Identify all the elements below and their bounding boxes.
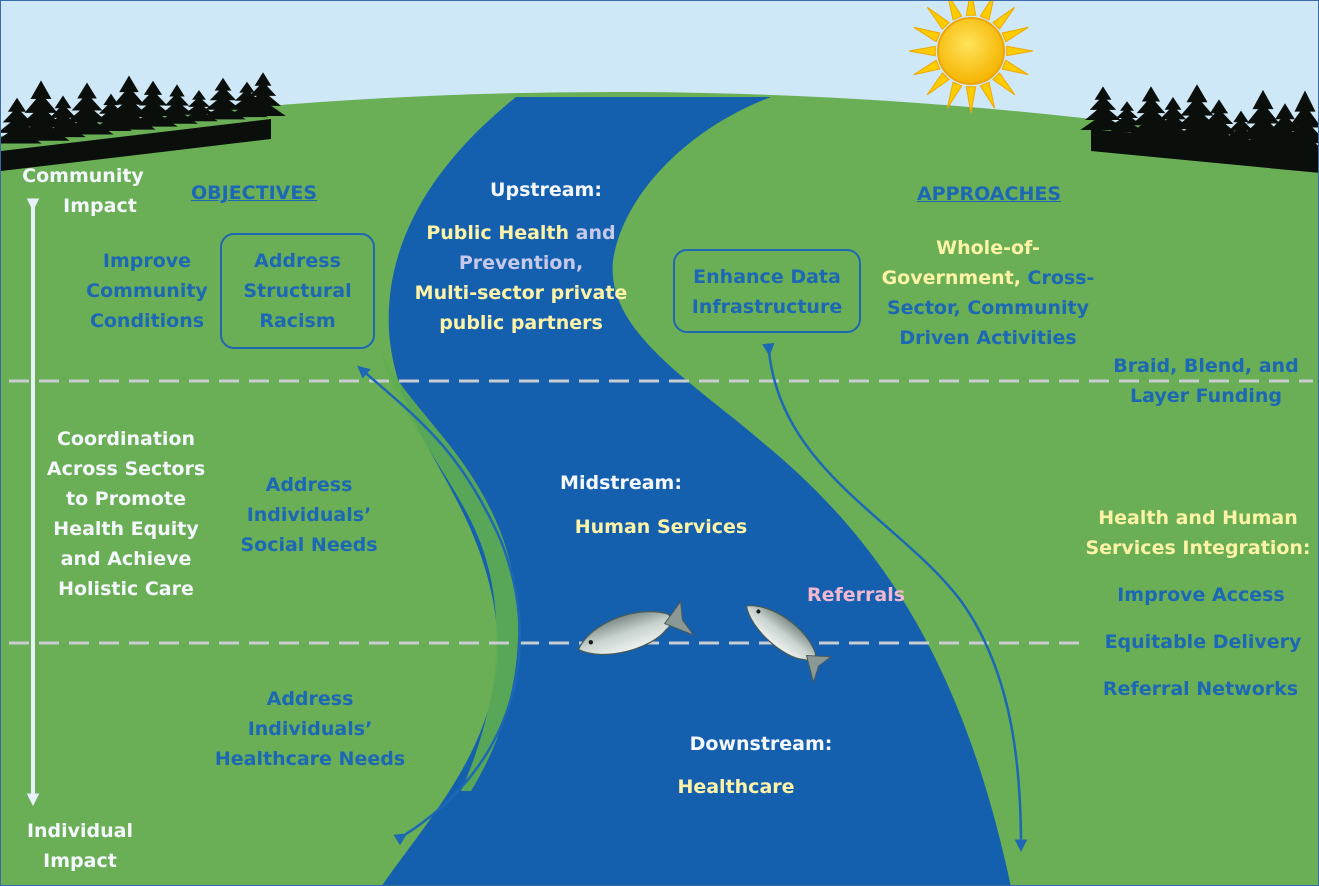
- midstream-body: Human Services: [574, 516, 748, 538]
- objectives-header: OBJECTIVES: [190, 182, 318, 204]
- curved-arrow-icon: [762, 342, 1028, 852]
- pine-tree-icon: [1, 72, 1318, 173]
- downstream-title: Downstream:: [689, 733, 833, 755]
- improve-community-conditions: Improve Community Conditions: [86, 250, 208, 332]
- coordination-text: Coordination Across Sectors to Promote H…: [46, 428, 206, 600]
- salmon-icon: [745, 605, 833, 685]
- downstream-body: Healthcare: [677, 776, 795, 798]
- individual-impact-label: Individual Impact: [26, 820, 134, 872]
- equitable-delivery: Equitable Delivery: [1104, 631, 1302, 653]
- whole-of-government-text: Whole-of- Government, Cross- Sector, Com…: [881, 237, 1095, 349]
- referral-networks: Referral Networks: [1102, 678, 1299, 700]
- health-human-services-integration: Health and Human Services Integration:: [1085, 507, 1311, 559]
- enhance-data-infrastructure-box: Enhance Data Infrastructure: [673, 249, 861, 333]
- midstream-title: Midstream:: [560, 472, 682, 494]
- referrals-label: Referrals: [806, 584, 906, 606]
- improve-access: Improve Access: [1117, 584, 1285, 606]
- braid-blend-layer-funding: Braid, Blend, and Layer Funding: [1113, 355, 1299, 407]
- address-structural-racism-box: Address Structural Racism: [220, 233, 375, 349]
- address-social-needs: Address Individuals’ Social Needs: [240, 474, 378, 556]
- upstream-body: Public Health and Prevention, Multi-sect…: [414, 222, 628, 334]
- community-impact-label: Community Impact: [22, 165, 144, 217]
- curved-arrow-icon: [357, 365, 522, 846]
- address-healthcare-needs: Address Individuals’ Healthcare Needs: [214, 688, 406, 770]
- river-bank-highlight: [379, 346, 519, 791]
- salmon-icon: [577, 600, 696, 656]
- sun-icon: [908, 1, 1034, 114]
- approaches-header: APPROACHES: [916, 183, 1062, 205]
- upstream-title: Upstream:: [490, 179, 602, 201]
